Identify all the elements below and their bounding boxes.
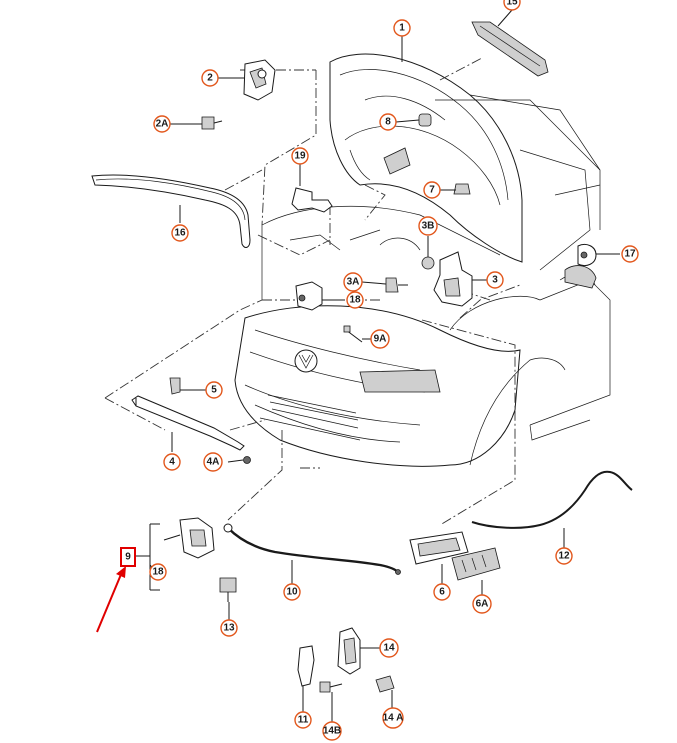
svg-text:9A: 9A bbox=[374, 334, 387, 345]
part-19-bracket bbox=[291, 187, 333, 213]
svg-text:3A: 3A bbox=[347, 277, 360, 288]
svg-text:1: 1 bbox=[399, 23, 405, 34]
svg-text:15: 15 bbox=[506, 0, 518, 8]
assembly-lines bbox=[104, 57, 521, 526]
svg-text:3: 3 bbox=[492, 275, 498, 286]
svg-text:14B: 14B bbox=[323, 726, 341, 737]
callout-3: 3 bbox=[486, 271, 504, 289]
leader-lines bbox=[136, 9, 620, 722]
part-5-clip bbox=[169, 377, 181, 395]
part-4-prop-rod bbox=[131, 395, 245, 451]
callout-13: 13 bbox=[220, 619, 238, 637]
svg-text:7: 7 bbox=[429, 185, 435, 196]
parts bbox=[91, 21, 633, 693]
arrow-head bbox=[116, 566, 126, 578]
part-7-buffer bbox=[453, 183, 471, 195]
callout-3a: 3A bbox=[343, 272, 363, 292]
part-4a-grommet bbox=[243, 456, 251, 464]
part-8-buffer bbox=[418, 113, 432, 127]
svg-text:8: 8 bbox=[385, 117, 391, 128]
svg-text:4A: 4A bbox=[207, 457, 220, 468]
part-6a-trim bbox=[451, 547, 501, 581]
svg-text:12: 12 bbox=[558, 551, 570, 562]
part-15-seal bbox=[471, 21, 549, 77]
callout-4: 4 bbox=[163, 453, 181, 471]
highlight-arrow bbox=[96, 571, 123, 633]
windshield bbox=[435, 99, 601, 230]
callout-9-label: 9 bbox=[125, 552, 131, 563]
vw-badge bbox=[294, 349, 318, 373]
part-3b-stop bbox=[421, 256, 435, 270]
svg-text:2: 2 bbox=[207, 73, 213, 84]
callout-11: 11 bbox=[294, 711, 312, 729]
callout-15: 15 bbox=[503, 0, 521, 11]
svg-text:2A: 2A bbox=[156, 119, 169, 130]
part-14b-bolt bbox=[319, 681, 331, 693]
part-3a-bolt bbox=[385, 277, 399, 293]
svg-text:19: 19 bbox=[294, 151, 306, 162]
svg-text:14: 14 bbox=[383, 643, 395, 654]
svg-text:10: 10 bbox=[286, 587, 298, 598]
callout-8: 8 bbox=[379, 113, 397, 131]
callout-14b: 14B bbox=[322, 721, 342, 741]
callout-labels: 1 15 2 2A 8 19 7 16 3B 17 3A 3 18 9A 5 4… bbox=[149, 0, 639, 741]
callout-1: 1 bbox=[393, 19, 411, 37]
callout-19: 19 bbox=[291, 147, 309, 165]
callout-12: 12 bbox=[555, 547, 573, 565]
callout-14: 14 bbox=[379, 638, 399, 658]
svg-text:16: 16 bbox=[174, 228, 186, 239]
part-12-cable bbox=[471, 470, 633, 529]
part-13-nut bbox=[219, 577, 237, 593]
hood-panel bbox=[329, 53, 523, 263]
callout-2a: 2A bbox=[153, 115, 171, 133]
callout-9a: 9A bbox=[370, 329, 390, 349]
svg-text:17: 17 bbox=[624, 249, 636, 260]
callout-5: 5 bbox=[205, 381, 223, 399]
callout-10: 10 bbox=[283, 583, 301, 601]
callout-17: 17 bbox=[621, 245, 639, 263]
svg-text:3B: 3B bbox=[422, 221, 435, 232]
svg-text:6: 6 bbox=[439, 587, 445, 598]
callout-18-upper: 18 bbox=[346, 291, 364, 309]
part-2a-bolt bbox=[201, 116, 215, 130]
part-16-hood-seal bbox=[91, 174, 251, 248]
svg-text:6A: 6A bbox=[476, 599, 489, 610]
part-14a-nut bbox=[375, 675, 395, 693]
svg-text:4: 4 bbox=[169, 457, 175, 468]
callout-14a: 14 A bbox=[382, 707, 404, 729]
svg-text:11: 11 bbox=[298, 715, 309, 726]
svg-text:18: 18 bbox=[349, 295, 361, 306]
highlight-part-9[interactable]: 9 bbox=[96, 547, 136, 633]
callout-16: 16 bbox=[171, 224, 189, 242]
callout-7: 7 bbox=[423, 181, 441, 199]
highlight-box bbox=[120, 547, 136, 567]
callout-4a: 4A bbox=[203, 452, 223, 472]
svg-text:5: 5 bbox=[211, 385, 217, 396]
part-10-release-cable bbox=[227, 527, 399, 573]
svg-text:13: 13 bbox=[223, 623, 235, 634]
svg-text:18: 18 bbox=[152, 567, 164, 578]
callout-18-lower: 18 bbox=[149, 563, 167, 581]
car-body bbox=[234, 53, 611, 467]
part-18-lock-upper bbox=[295, 281, 323, 311]
svg-text:14 A: 14 A bbox=[383, 713, 404, 724]
part-11-lever bbox=[297, 645, 315, 687]
callout-6a: 6A bbox=[472, 594, 492, 614]
callout-6: 6 bbox=[433, 583, 451, 601]
callout-3b: 3B bbox=[418, 216, 438, 236]
callout-2: 2 bbox=[201, 69, 219, 87]
